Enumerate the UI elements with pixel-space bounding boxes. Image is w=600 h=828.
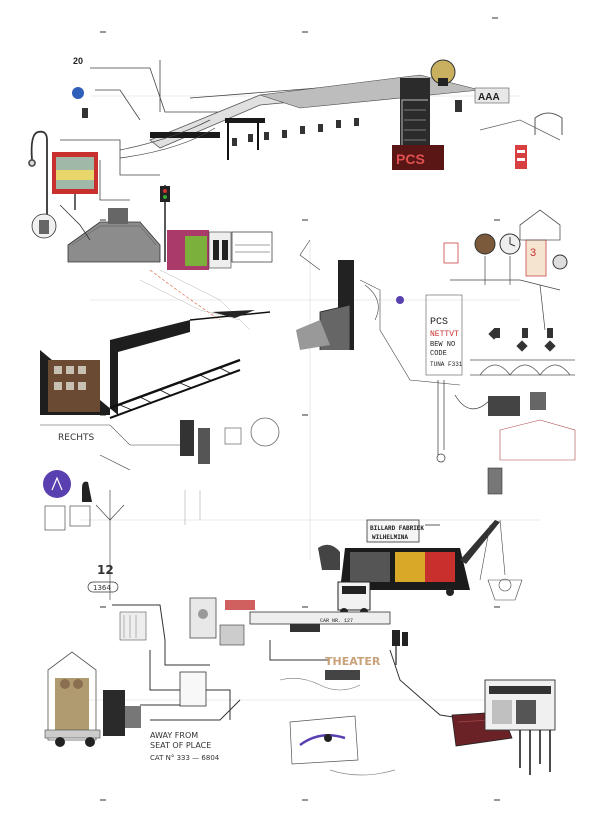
crane-row: PCS NETTVT BEW NO CODE TUNA F331	[40, 239, 576, 463]
clock-icon	[474, 233, 521, 255]
label-aaa: AAA	[478, 92, 500, 103]
billard-sign	[366, 519, 420, 543]
label-seat-of-place: SEAT OF PLACE	[150, 741, 211, 750]
label-number-12: 12	[97, 563, 114, 577]
label-away-from: AWAY FROM	[150, 731, 198, 740]
label-pcs-red: PCS	[396, 151, 425, 167]
label-car-nr: CAR NR. 127	[320, 618, 353, 624]
emblem-icon	[43, 470, 71, 498]
label-billard-2: WILHELMINA	[372, 534, 408, 541]
lower-band: CAR NR. 127 THEATER	[112, 597, 461, 719]
hanging-lamps	[232, 118, 359, 146]
label-panel-3: 3	[530, 247, 536, 259]
label-theater: THEATER	[325, 655, 381, 668]
margin-ticks	[100, 17, 500, 801]
label-code-1364: 1364	[93, 584, 111, 592]
label-number-top: 20	[73, 56, 83, 66]
camera-icon	[488, 396, 520, 416]
label-billard-1: BILLARD FABRIEK	[370, 525, 424, 532]
label-cat-no: CAT N° 333 — 6804	[150, 754, 220, 762]
label-nettvt: NETTVT	[430, 330, 459, 339]
label-bew-no: BEW NO	[430, 341, 455, 349]
traffic-light-icon-2	[392, 630, 408, 665]
warning-sign-icon	[515, 145, 527, 169]
label-code: CODE	[430, 350, 447, 358]
factory-row	[31, 185, 273, 331]
cart-icon	[219, 624, 245, 646]
top-band: 20	[28, 56, 563, 215]
traffic-light-icon	[160, 185, 170, 262]
label-pcs: PCS	[430, 317, 448, 328]
arched-bridge	[470, 359, 575, 376]
pcs-sign-block: PCS NETTVT BEW NO CODE TUNA F331	[425, 294, 463, 376]
label-rechts: RECHTS	[58, 433, 94, 443]
crane-icon	[40, 310, 271, 419]
truck-icon	[337, 581, 371, 616]
bottom-row: AWAY FROM SEAT OF PLACE CAT N° 333 — 680…	[44, 651, 556, 776]
center-right-cluster: BILLARD FABRIEK WILHELMINA	[318, 467, 523, 616]
right-upper-cluster: 3	[443, 209, 568, 331]
pcs-red-sign	[392, 145, 444, 170]
guide-lines	[60, 95, 540, 701]
label-tuna: TUNA F331	[430, 361, 463, 368]
middle-left: RECHTS 12 1364	[40, 417, 280, 600]
road-sign-icon	[72, 87, 84, 99]
lamp-post-icon	[28, 130, 48, 215]
globe-icon	[430, 59, 456, 86]
